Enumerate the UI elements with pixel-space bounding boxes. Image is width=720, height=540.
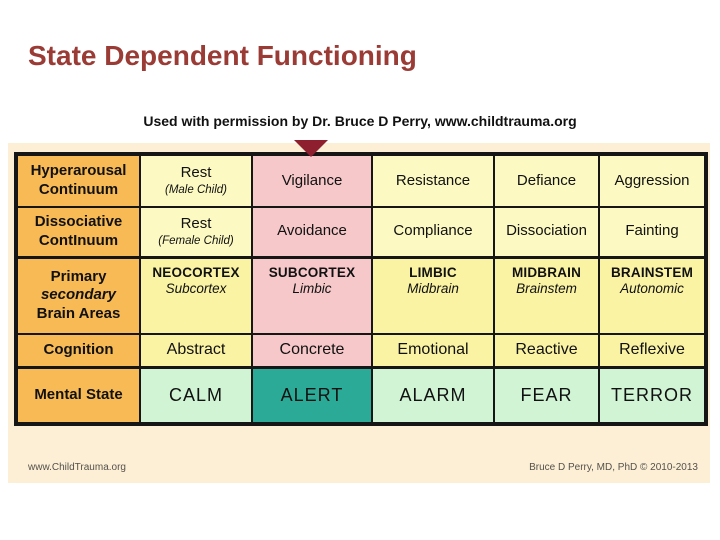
cell-fear: FEAR: [493, 365, 600, 425]
cell-rest: Rest(Female Child): [139, 206, 253, 258]
cell-alarm: ALARM: [371, 365, 495, 425]
cell-resistance: Resistance: [371, 153, 495, 208]
footer-copyright: Bruce D Perry, MD, PhD © 2010-2013: [529, 462, 698, 473]
cell-defiance: Defiance: [493, 153, 600, 208]
cell-rest: Rest(Male Child): [139, 153, 253, 208]
cell-calm: CALM: [139, 365, 253, 425]
cell-reflexive: Reflexive: [598, 333, 707, 368]
cell-compliance: Compliance: [371, 206, 495, 258]
cell-concrete: Concrete: [251, 333, 373, 368]
cell-emotional: Emotional: [371, 333, 495, 368]
cell-alert: ALERT: [251, 365, 373, 425]
cell-dissociation: Dissociation: [493, 206, 600, 258]
page-title: State Dependent Functioning: [28, 40, 417, 71]
row-header-cognition: Cognition: [15, 333, 141, 368]
cell-avoidance: Avoidance: [251, 206, 373, 258]
row-header-mental-state: Mental State: [15, 365, 141, 425]
footer-website: www.ChildTrauma.org: [28, 462, 126, 473]
attribution-subtitle: Used with permission by Dr. Bruce D Perr…: [143, 113, 577, 129]
cell-aggression: Aggression: [598, 153, 707, 208]
cell-vigilance: Vigilance: [251, 153, 373, 208]
cell-fainting: Fainting: [598, 206, 707, 258]
cell-reactive: Reactive: [493, 333, 600, 368]
cell-abstract: Abstract: [139, 333, 253, 368]
cell-terror: TERROR: [598, 365, 707, 425]
down-triangle-icon: [294, 140, 328, 157]
